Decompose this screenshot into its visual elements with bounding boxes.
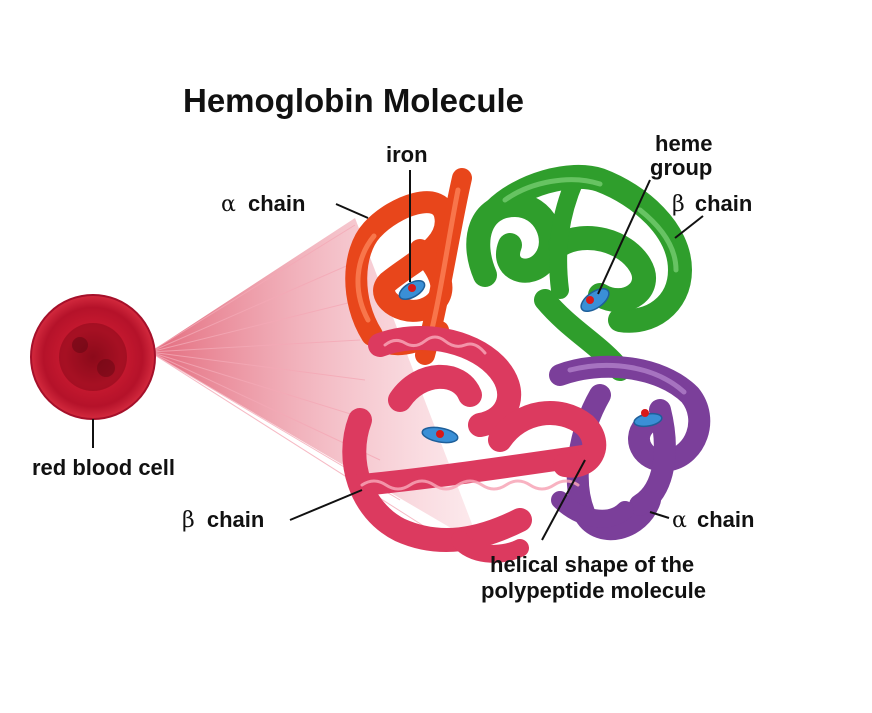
red-blood-cell — [30, 294, 156, 420]
magnification-beam — [150, 218, 480, 545]
red-blood-cell-label: red blood cell — [32, 455, 175, 480]
heme-group-alpha-top — [398, 279, 426, 301]
heme-group-alpha-bottom — [633, 409, 663, 428]
helical-shape-label-line2: polypeptide molecule — [481, 578, 706, 603]
helical-shape-label-line1: helical shape of the — [490, 552, 694, 577]
alpha-chain-bottom-label: α chain — [672, 507, 754, 533]
beta-chain-bottom-label: β chain — [182, 507, 264, 533]
heme-group-beta-top — [580, 287, 610, 313]
alpha-chain-top-label: α chain — [221, 191, 305, 217]
beta-chain-top — [466, 164, 692, 381]
heme-group-beta-bottom — [421, 426, 459, 444]
heme-group-label-line2: group — [650, 155, 712, 180]
diagram-title: Hemoglobin Molecule — [183, 82, 524, 119]
heme-group-label-line1: heme — [655, 131, 712, 156]
leader-lines — [92, 170, 704, 541]
beta-chain-top-label: β chain — [672, 191, 752, 217]
beta-chain-bottom — [342, 325, 607, 563]
iron-label: iron — [386, 142, 428, 167]
